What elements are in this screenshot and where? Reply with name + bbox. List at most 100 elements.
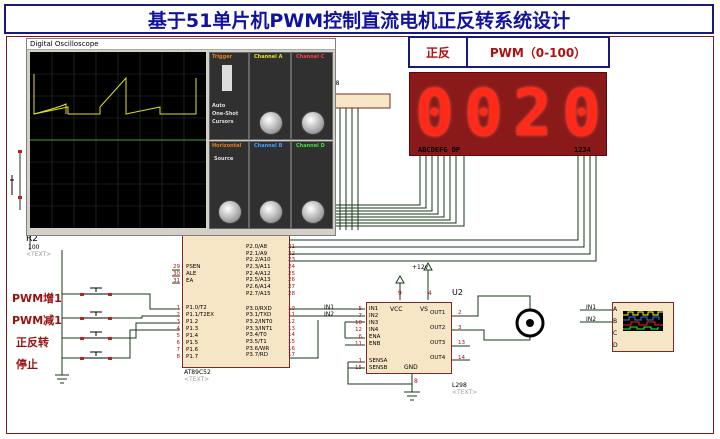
timebase-knob[interactable] [218,200,242,224]
probe-ch-b: B [613,318,618,325]
scope-thumbnail-traces [623,311,663,330]
direction-label: 正反 [408,36,468,68]
mcu-name: AT89C52 [184,369,211,376]
driver-gnd-num: 8 [414,378,418,385]
channel-b-panel: Channel B [249,141,291,229]
driver-text: <TEXT> [452,389,478,396]
probe-net-in2: IN2 [586,316,597,323]
oscilloscope-window[interactable]: Digital Oscilloscope Trigger Auto One-Sh… [26,38,336,236]
driver-vs-label: VS [420,306,428,313]
resistor-text: <TEXT> [26,251,52,258]
scope-instrument[interactable] [612,302,674,352]
driver-gnd-label: GND [404,364,418,371]
digit-pins-label: 1234 [574,146,591,154]
driver-vcc-label: VCC [390,306,403,313]
driver-supply: +12v [412,264,429,271]
oscilloscope-title: Digital Oscilloscope [27,39,335,50]
page-title: 基于51单片机PWM控制直流电机正反转系统设计 [4,4,714,34]
probe-ch-a: A [613,306,618,313]
driver-vs-num: 4 [428,290,432,297]
btn-stop-label[interactable]: 停止 [16,358,38,371]
trigger-slider[interactable] [222,65,232,91]
btn-direction-label[interactable]: 正反转 [16,336,49,349]
segment-pins-label: ABCDEFG DP [418,146,461,154]
channel-c-knob[interactable] [301,111,325,135]
schematic-sheet [6,36,714,434]
oscilloscope-traces [30,52,206,228]
seven-segment-display: 0 0 2 0 [409,72,607,156]
channel-a-knob[interactable] [259,111,283,135]
digit-4: 0 [562,77,601,151]
digit-3: 2 [513,77,552,151]
channel-b-label: Channel B [254,143,283,149]
oscilloscope-screen [30,52,206,228]
probe-net-in1: IN1 [586,304,597,311]
horizontal-label: Horizontal [212,143,242,149]
mode-cursors[interactable]: Cursors [212,119,234,125]
net-in2: IN2 [324,311,335,318]
pwm-label: PWM（0-100） [466,36,610,68]
channel-d-panel: Channel D [291,141,333,229]
btn-pwm-down-label[interactable]: PWM减1 [12,314,62,327]
mode-oneshot[interactable]: One-Shot [212,111,239,117]
horizontal-panel: Horizontal Source [209,141,249,229]
channel-b-knob[interactable] [259,200,283,224]
trigger-label: Trigger [212,54,233,60]
digit-2: 0 [464,77,503,151]
channel-c-label: Channel C [296,54,325,60]
trigger-panel: Trigger Auto One-Shot Cursors [209,52,249,140]
channel-d-knob[interactable] [301,200,325,224]
digit-1: 0 [415,77,454,151]
resistor-value: 100 [28,244,40,251]
driver-vcc-num: 9 [398,290,402,297]
l298-chip[interactable] [366,302,452,374]
probe-ch-d: D [613,342,618,349]
net-in1: IN1 [324,304,335,311]
btn-pwm-up-label[interactable]: PWM增1 [12,292,62,305]
probe-ch-c: C [613,330,618,337]
channel-c-panel: Channel C [291,52,333,140]
resistor-ref: R2 [26,234,38,244]
channel-d-label: Channel D [296,143,325,149]
mode-auto[interactable]: Auto [212,103,226,109]
